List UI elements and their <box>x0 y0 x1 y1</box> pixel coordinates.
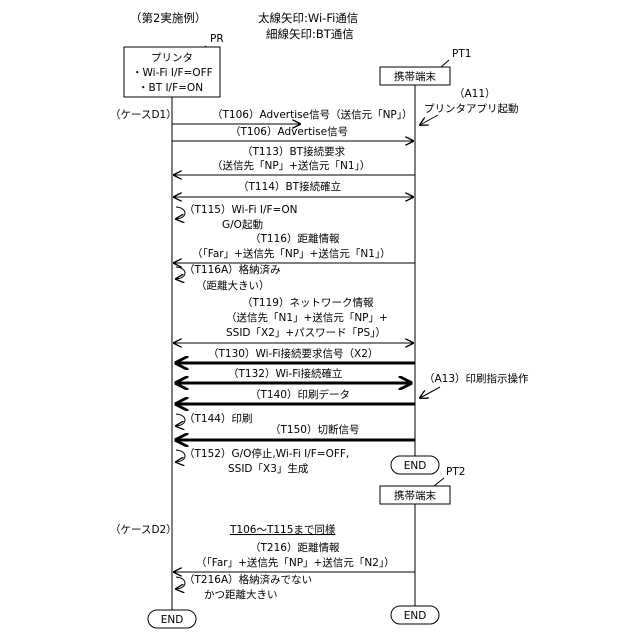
a13-pointer <box>420 387 440 398</box>
msg-t115: （T115）Wi-Fi I/F=ON <box>184 204 297 216</box>
end-terminal2-label: END <box>404 610 427 622</box>
printer-title: プリンタ <box>151 52 193 64</box>
msg-t140: （T140）印刷データ <box>250 388 350 401</box>
legend-thick: 太線矢印:Wi-Fi通信 <box>258 11 358 25</box>
msg-t216a-detail: かつ距離大きい <box>204 588 278 601</box>
embodiment-title: （第2実施例） <box>130 11 206 25</box>
msg-t216a: （T216A）格納済みでない <box>184 573 312 586</box>
terminal1-title: 携帯端末 <box>394 70 436 83</box>
terminal2-ref: PT2 <box>446 466 465 478</box>
msg-t106: （T106）Advertise信号 <box>230 126 348 138</box>
end-terminal1-label: END <box>404 460 427 472</box>
msg-t119: （T119）ネットワーク情報 <box>242 296 374 309</box>
a11-text: プリンタアプリ起動 <box>424 102 519 115</box>
msg-t114: （T114）BT接続確立 <box>238 180 341 193</box>
a11-pointer <box>420 115 438 125</box>
msg-t116a-detail: （距離大きい） <box>196 279 270 292</box>
terminal2-ref-leader <box>434 478 444 486</box>
msg-t116a: （T116A）格納済み <box>184 263 281 276</box>
msg-t152: （T152）G/O停止,Wi-Fi I/F=OFF, <box>184 447 349 460</box>
msg-t132: （T132）Wi-Fi接続確立 <box>228 367 343 380</box>
msg-t216-detail: （「Far」+送信先「NP」+送信元「N2」） <box>196 556 395 569</box>
msg-t115-go: G/O起動 <box>222 218 263 231</box>
terminal2-title: 携帯端末 <box>394 489 436 502</box>
printer-wifi-state: ・Wi-Fi I/F=OFF <box>132 67 213 79</box>
msg-t119-detail1: （送信先「N1」+送信元「NP」+ <box>226 311 388 324</box>
terminal1-ref: PT1 <box>452 48 471 60</box>
msg-t116-detail: （「Far」+送信先「NP」+送信元「N1」） <box>192 247 391 260</box>
msg-same-as-d1: T106～T115まで同様 <box>229 523 336 536</box>
legend-thin: 細線矢印:BT通信 <box>266 27 354 41</box>
printer-bt-state: ・BT I/F=ON <box>138 82 203 94</box>
msg-t130: （T130）Wi-Fi接続要求信号（X2） <box>208 347 378 360</box>
msg-t150: （T150）切断信号 <box>270 423 359 436</box>
msg-t119-detail2: SSID「X2」+パスワード「PS」） <box>226 327 386 339</box>
msg-t106-printer: （T106）Advertise信号（送信元「NP」） <box>212 108 413 121</box>
case-d2-label: （ケースD2） <box>110 524 177 536</box>
a11-label: （A11） <box>454 88 496 100</box>
printer-ref: PR <box>210 33 224 45</box>
end-printer-label: END <box>161 614 184 626</box>
msg-t113: （T113）BT接続要求 <box>242 145 346 158</box>
case-d1-label: （ケースD1） <box>110 109 177 121</box>
a13-label: （A13）印刷指示操作 <box>424 372 529 385</box>
msg-t216: （T216）距離情報 <box>250 541 340 554</box>
msg-t144: （T144）印刷 <box>184 412 252 425</box>
msg-t152-ssid: SSID「X3」生成 <box>228 462 309 475</box>
msg-t116: （T116）距離情報 <box>250 232 340 245</box>
msg-t113-detail: （送信先「NP」+送信元「N1」） <box>212 159 370 172</box>
